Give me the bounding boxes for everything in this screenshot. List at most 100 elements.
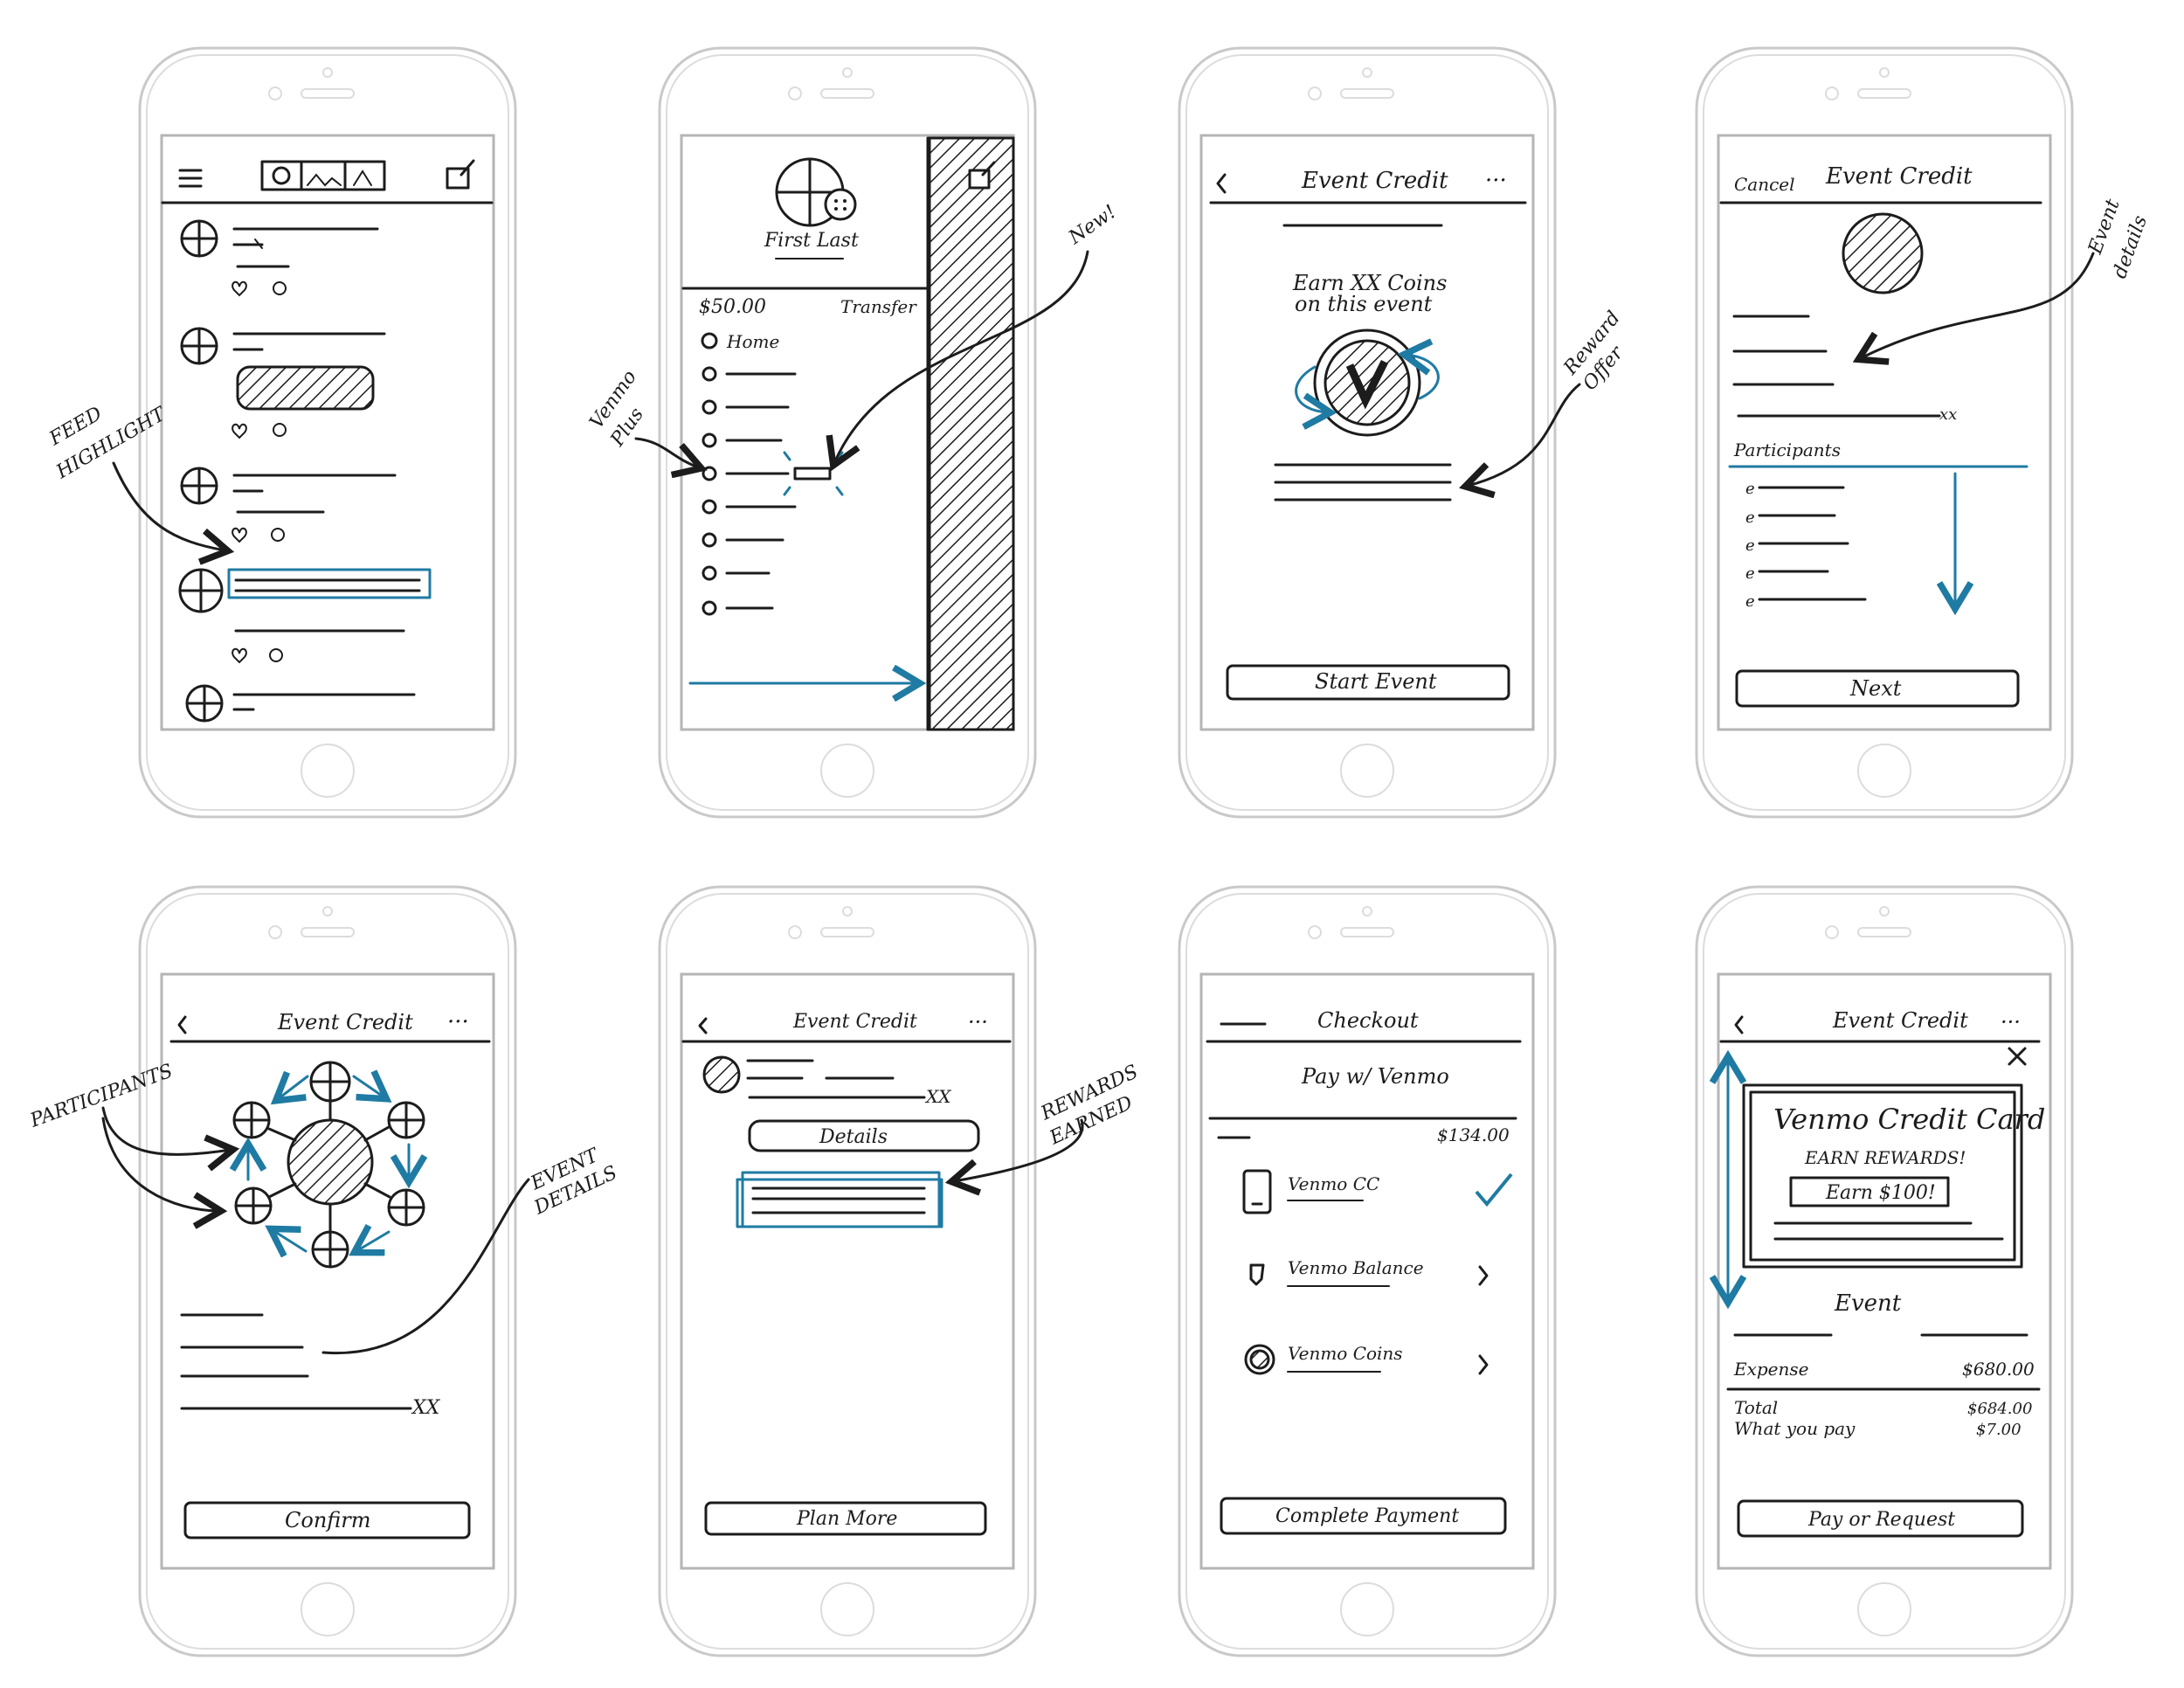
payment-option-venmo-coins[interactable]: Venmo Coins (1244, 1343, 1489, 1375)
rewards-card[interactable] (736, 1171, 943, 1228)
avatar (775, 157, 857, 227)
next-button[interactable] (1735, 669, 2020, 708)
svg-text:e: e (1745, 592, 1755, 611)
feed-tabs[interactable] (260, 160, 386, 191)
confirm-button[interactable] (183, 1501, 471, 1539)
screen-event-details: Cancel Event Credit xx Participants e e … (1719, 163, 2152, 708)
hamburger-menu-icon[interactable] (178, 169, 203, 188)
menu-item-home[interactable]: Home (701, 331, 779, 352)
more-icon[interactable]: ··· (447, 1009, 469, 1035)
page-title: Event Credit (277, 1010, 413, 1034)
svg-text:e: e (1745, 508, 1755, 527)
amount-xx: xx (1939, 405, 1957, 424)
checkmark-icon (1475, 1173, 1513, 1207)
expense-value: $680.00 (1962, 1359, 2035, 1380)
annotation-arrow (112, 461, 225, 550)
total-value: $684.00 (1967, 1400, 2032, 1418)
plan-more-button-label: Plan More (796, 1508, 897, 1530)
feed-item-highlighted[interactable] (178, 568, 432, 664)
participant-node[interactable] (234, 1182, 297, 1225)
feed-item[interactable] (180, 327, 386, 439)
checkout-total: $134.00 (1437, 1124, 1510, 1145)
participants-header[interactable]: Participants (1733, 439, 1841, 460)
page-title: Event Credit (1301, 168, 1448, 194)
back-icon[interactable] (177, 1015, 187, 1034)
annotation-arrow (101, 1117, 218, 1211)
total-label: Total (1734, 1397, 1778, 1418)
close-icon[interactable] (2008, 1047, 2027, 1066)
menu-home-label: Home (726, 331, 779, 352)
screen-credit-card-offer: Event Credit ··· Venmo Credit Card EARN … (1721, 1008, 2045, 1538)
start-event-button-label: Start Event (1315, 669, 1437, 694)
participant-list[interactable]: e e e e e (1745, 480, 1867, 611)
payment-option-venmo-cc[interactable]: Venmo CC (1242, 1169, 1513, 1214)
annotation-arrow (1861, 252, 2095, 358)
start-event-button[interactable] (1226, 664, 1510, 701)
event-label: Event (1834, 1290, 1902, 1317)
earn-button[interactable] (1789, 1176, 1950, 1207)
venmo-shield-icon (1249, 1263, 1265, 1286)
event-center (287, 1118, 374, 1206)
amount-xx: XX (924, 1086, 951, 1107)
event-image (702, 1055, 741, 1094)
annotation-arrow (321, 1178, 530, 1355)
option-label: Venmo Coins (1288, 1343, 1403, 1364)
annotation-arrow (634, 437, 699, 467)
participant-node[interactable] (311, 1202, 349, 1269)
feed-item[interactable] (180, 467, 397, 543)
screen-checkout: Checkout Pay w/ Venmo $134.00 Venmo CC V… (1206, 1008, 1522, 1535)
participant-node[interactable] (363, 1182, 425, 1227)
details-button[interactable] (748, 1119, 980, 1152)
expense-label: Expense (1733, 1359, 1809, 1380)
promo-title: Venmo Credit Card (1773, 1103, 2045, 1136)
page-title: Event Credit (1825, 163, 1973, 190)
more-icon[interactable]: ··· (1485, 168, 1507, 194)
credit-card-promo[interactable]: Venmo Credit Card EARN REWARDS! Earn $10… (1742, 1083, 2045, 1269)
payment-option-venmo-balance[interactable]: Venmo Balance (1249, 1257, 1489, 1287)
earn-button-label: Earn $100! (1825, 1182, 1936, 1204)
page-title: Checkout (1317, 1008, 1419, 1033)
confirm-button-label: Confirm (285, 1508, 371, 1532)
annotation-arrow (834, 250, 1089, 463)
plan-more-button[interactable] (704, 1501, 987, 1536)
complete-payment-button[interactable] (1220, 1497, 1507, 1535)
event-image[interactable] (1842, 212, 1924, 294)
pay-or-request-button[interactable] (1737, 1499, 2024, 1538)
more-icon[interactable]: ··· (968, 1010, 988, 1034)
annotation-arrow (1468, 383, 1581, 486)
chevron-right-icon (1478, 1265, 1489, 1286)
cancel-link[interactable]: Cancel (1734, 174, 1795, 195)
feed-overlay[interactable] (928, 136, 1015, 731)
menu-items[interactable] (702, 366, 797, 616)
screen-feed: FEED HIGHLIGHT (45, 159, 494, 723)
profile-name: First Last (764, 230, 859, 252)
feed-item[interactable] (185, 684, 416, 723)
option-label: Venmo Balance (1288, 1257, 1424, 1278)
balance: $50.00 (699, 296, 766, 318)
transfer-link[interactable]: Transfer (840, 296, 917, 317)
promo-subtitle: EARN REWARDS! (1804, 1147, 1966, 1168)
connection-arrows (248, 1076, 409, 1251)
pay-with-venmo: Pay w/ Venmo (1301, 1064, 1449, 1089)
back-icon[interactable] (1216, 173, 1227, 194)
svg-text:e: e (1745, 536, 1755, 555)
feed-item[interactable] (180, 219, 379, 297)
compose-icon[interactable] (446, 159, 475, 190)
card-icon (1242, 1169, 1272, 1214)
more-icon[interactable]: ··· (2001, 1010, 2021, 1034)
participant-node[interactable] (309, 1061, 351, 1122)
back-icon[interactable] (698, 1017, 708, 1034)
coin-icon (1244, 1344, 1275, 1375)
you-pay-value: $7.00 (1976, 1421, 2022, 1439)
participant-node[interactable] (232, 1101, 297, 1142)
you-pay-label: What you pay (1734, 1418, 1856, 1439)
screen-rewards-earned: Event Credit ··· XX Details Plan More RE… (681, 1010, 1142, 1536)
page-title: Event Credit (1832, 1008, 1968, 1033)
earn-coins-line2: on this event (1295, 292, 1433, 316)
compose-icon[interactable] (968, 161, 996, 190)
option-label: Venmo CC (1288, 1173, 1379, 1194)
venmo-coin-icon (1295, 329, 1440, 437)
back-icon[interactable] (1734, 1015, 1744, 1034)
participant-node[interactable] (363, 1101, 425, 1142)
